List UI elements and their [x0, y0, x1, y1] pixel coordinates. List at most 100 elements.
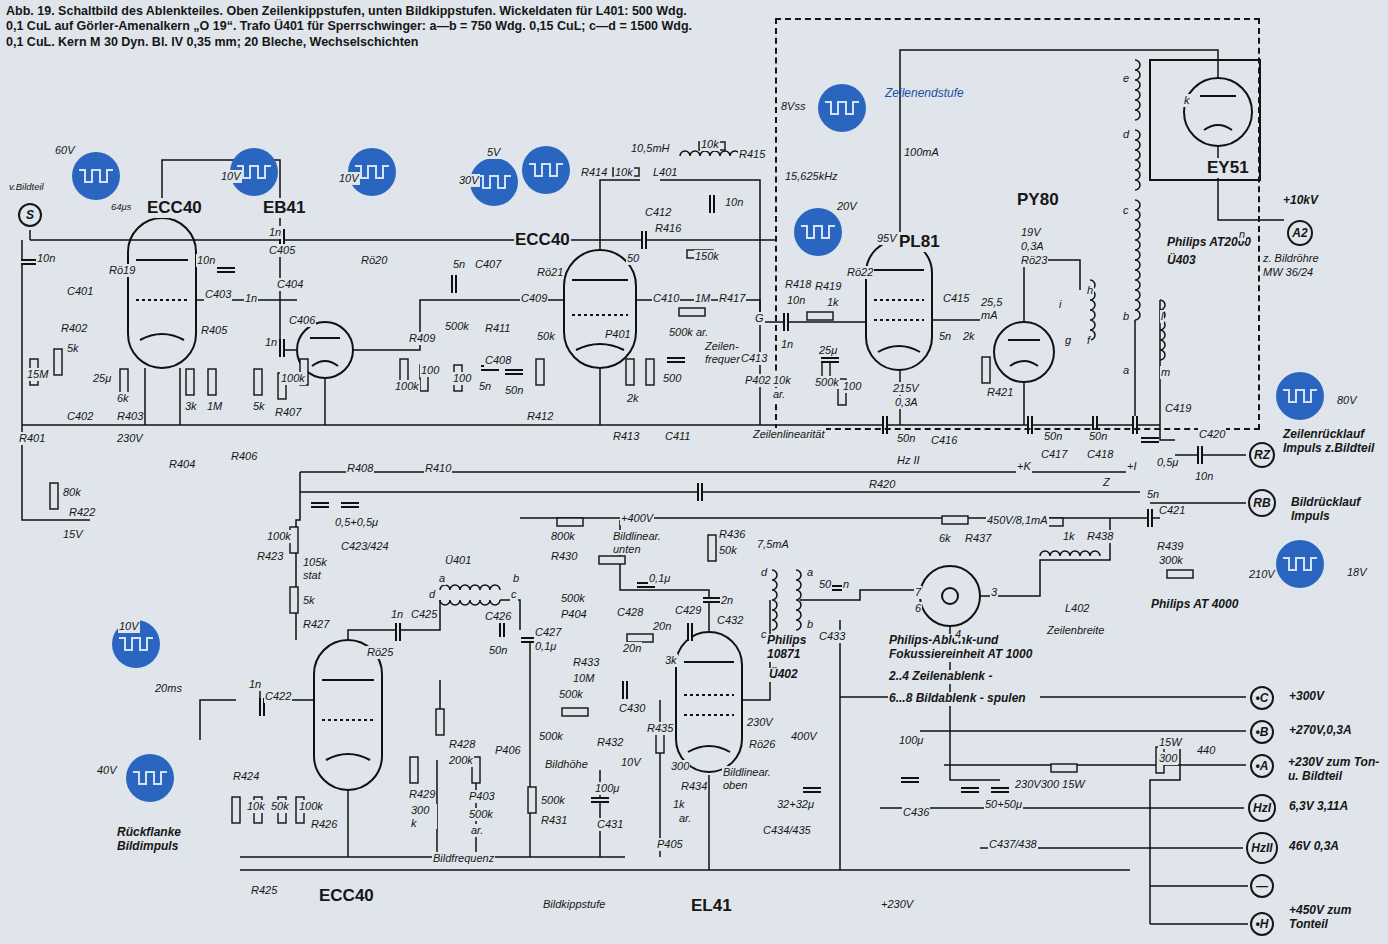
part-label: g: [1064, 334, 1072, 347]
part-label: 10k: [772, 374, 792, 387]
part-label: 50n: [488, 644, 508, 657]
wire: [708, 775, 710, 870]
part-label: R416: [654, 222, 682, 235]
part-label: P405: [656, 838, 684, 851]
part-label: C432: [716, 614, 744, 627]
oscillogram: [126, 754, 174, 802]
part-label: 20n: [622, 642, 642, 655]
tube-symbol: [314, 640, 382, 790]
part-label: 1n: [780, 338, 794, 351]
resistor-symbol: [807, 312, 833, 320]
part-label: 3k: [664, 654, 678, 667]
part-label: b: [1122, 310, 1130, 323]
node-text: HzII: [1251, 841, 1272, 855]
part-label: P403: [468, 790, 496, 803]
part-label: 50n: [504, 384, 524, 397]
part-label: 230V: [746, 716, 774, 729]
part-label: 50: [818, 578, 832, 591]
part-label: Rö22: [846, 266, 874, 279]
part-label: C407: [474, 258, 502, 271]
part-label: 6k: [116, 392, 130, 405]
part-label: 105k stat: [302, 556, 334, 581]
part-label: 1M: [694, 292, 711, 305]
capacitor-symbol: [279, 339, 285, 357]
capacitor-symbol: [803, 787, 821, 793]
part-label: 1n: [264, 336, 278, 349]
capacitor-symbol: [703, 597, 721, 603]
terminal-note: +230V zum Ton-u. Bildteil: [1287, 756, 1384, 784]
tube-name: PY80: [1016, 190, 1060, 210]
part-label: 18V: [1346, 566, 1368, 579]
part-label: 25,5 mA: [980, 296, 1012, 321]
capacitor-symbol: [1027, 416, 1033, 434]
part-label: 500k ar.: [668, 326, 709, 339]
oscillogram: [112, 620, 160, 668]
part-label: 4: [954, 628, 962, 641]
part-label: 19V: [1020, 226, 1042, 239]
part-label: 20V: [836, 200, 858, 213]
wire: [1023, 382, 1025, 425]
oscillogram: [818, 84, 866, 132]
wire: [520, 517, 1160, 519]
part-label: d: [760, 566, 768, 579]
part-label: b: [806, 618, 814, 631]
part-label: 215V: [892, 382, 920, 395]
part-label: n: [1238, 228, 1246, 241]
wire: [944, 764, 1246, 766]
part-label: 1k: [826, 296, 840, 309]
part-label: 10k: [700, 138, 720, 151]
oscillogram: [522, 146, 570, 194]
part-label: ar.: [772, 388, 786, 401]
capacitor-symbol: [395, 623, 401, 641]
part-label: Rö26: [748, 738, 776, 751]
part-label: R417: [718, 292, 746, 305]
wire: [900, 50, 1135, 240]
part-label: 2n: [720, 594, 734, 607]
part-label: R435: [646, 722, 674, 735]
part-label: 230V: [116, 432, 144, 445]
capacitor-symbol: [991, 787, 1009, 793]
resistor-symbol: [1167, 570, 1193, 578]
part-label: R418: [784, 278, 812, 291]
resistor-symbol: [599, 556, 625, 564]
part-label: 5k: [252, 400, 266, 413]
part-label: C415: [942, 292, 970, 305]
resistor-symbol: [54, 349, 62, 375]
resistor-symbol: [646, 359, 654, 385]
part-label: Rö19: [108, 264, 136, 277]
tube-symbol: [128, 218, 196, 368]
part-label: 30V: [458, 174, 480, 187]
part-label: 95V: [876, 232, 898, 245]
part-label: 100k: [298, 800, 324, 813]
part-label: 32+32μ: [776, 798, 815, 811]
part-label: R427: [302, 618, 330, 631]
part-label: 5k: [66, 342, 80, 355]
part-label: Bildhöhe: [544, 758, 589, 771]
wire: [348, 600, 440, 640]
oscillogram: [1276, 540, 1324, 588]
part-label: R415: [738, 148, 766, 161]
part-label: 10M: [572, 672, 595, 685]
part-label: R425: [250, 884, 278, 897]
part-label: L402: [1064, 602, 1090, 615]
part-label: 10n: [196, 254, 216, 267]
part-label: R430: [550, 550, 578, 563]
part-label: C412: [644, 206, 672, 219]
part-label: 50: [626, 252, 640, 265]
tube-symbol: [874, 270, 924, 352]
part-label: 80k: [62, 486, 82, 499]
part-label: R433: [572, 656, 600, 669]
part-label: C404: [276, 278, 304, 291]
part-label: +400V: [620, 512, 654, 525]
part-label: d: [1122, 128, 1130, 141]
part-label: 6k: [938, 532, 952, 545]
tube-symbol: [874, 300, 924, 320]
part-label: 150k: [694, 250, 720, 263]
part-label: R412: [526, 410, 554, 423]
part-label: f: [1086, 334, 1091, 347]
part-label: +K: [1016, 460, 1032, 473]
wire: [162, 160, 297, 350]
part-label: R403: [116, 410, 144, 423]
tube-symbol: [676, 632, 742, 772]
part-label: 80V: [1336, 394, 1358, 407]
